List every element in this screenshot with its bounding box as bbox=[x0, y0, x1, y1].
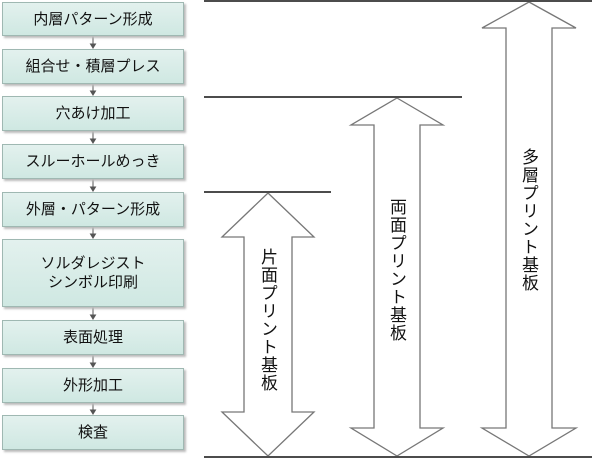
connector-4-head bbox=[89, 186, 97, 192]
step-surface-treatment: 表面処理 bbox=[2, 320, 184, 355]
label-double-sided-board: 両面プリント基板 bbox=[386, 198, 406, 342]
connector-6-head bbox=[89, 314, 97, 320]
connector-1-head bbox=[89, 43, 97, 49]
step-solder-resist-print: ソルダレジスト シンボル印刷 bbox=[2, 239, 184, 307]
connector-7-head bbox=[89, 362, 97, 368]
connector-2-head bbox=[89, 90, 97, 96]
step-through-hole-plating: スルーホールめっき bbox=[2, 144, 184, 179]
double-sided-arrow bbox=[348, 97, 446, 457]
connector-8-head bbox=[89, 409, 97, 415]
label-multilayer-board: 多層プリント基板 bbox=[518, 148, 538, 292]
connector-5-head bbox=[89, 233, 97, 239]
step-inner-layer-pattern: 内層パターン形成 bbox=[2, 2, 184, 36]
connector-3-head bbox=[89, 138, 97, 144]
step-outline-machining: 外形加工 bbox=[2, 368, 184, 403]
step-drilling: 穴あけ加工 bbox=[2, 96, 184, 131]
single-sided-arrow bbox=[220, 192, 316, 457]
step-outer-layer-pattern: 外層・パターン形成 bbox=[2, 192, 184, 227]
multilayer-arrow bbox=[479, 1, 579, 457]
step-lamination-press: 組合せ・積層プレス bbox=[2, 49, 184, 84]
step-inspection: 検査 bbox=[2, 415, 184, 450]
label-single-sided-board: 片面プリント基板 bbox=[257, 248, 277, 392]
